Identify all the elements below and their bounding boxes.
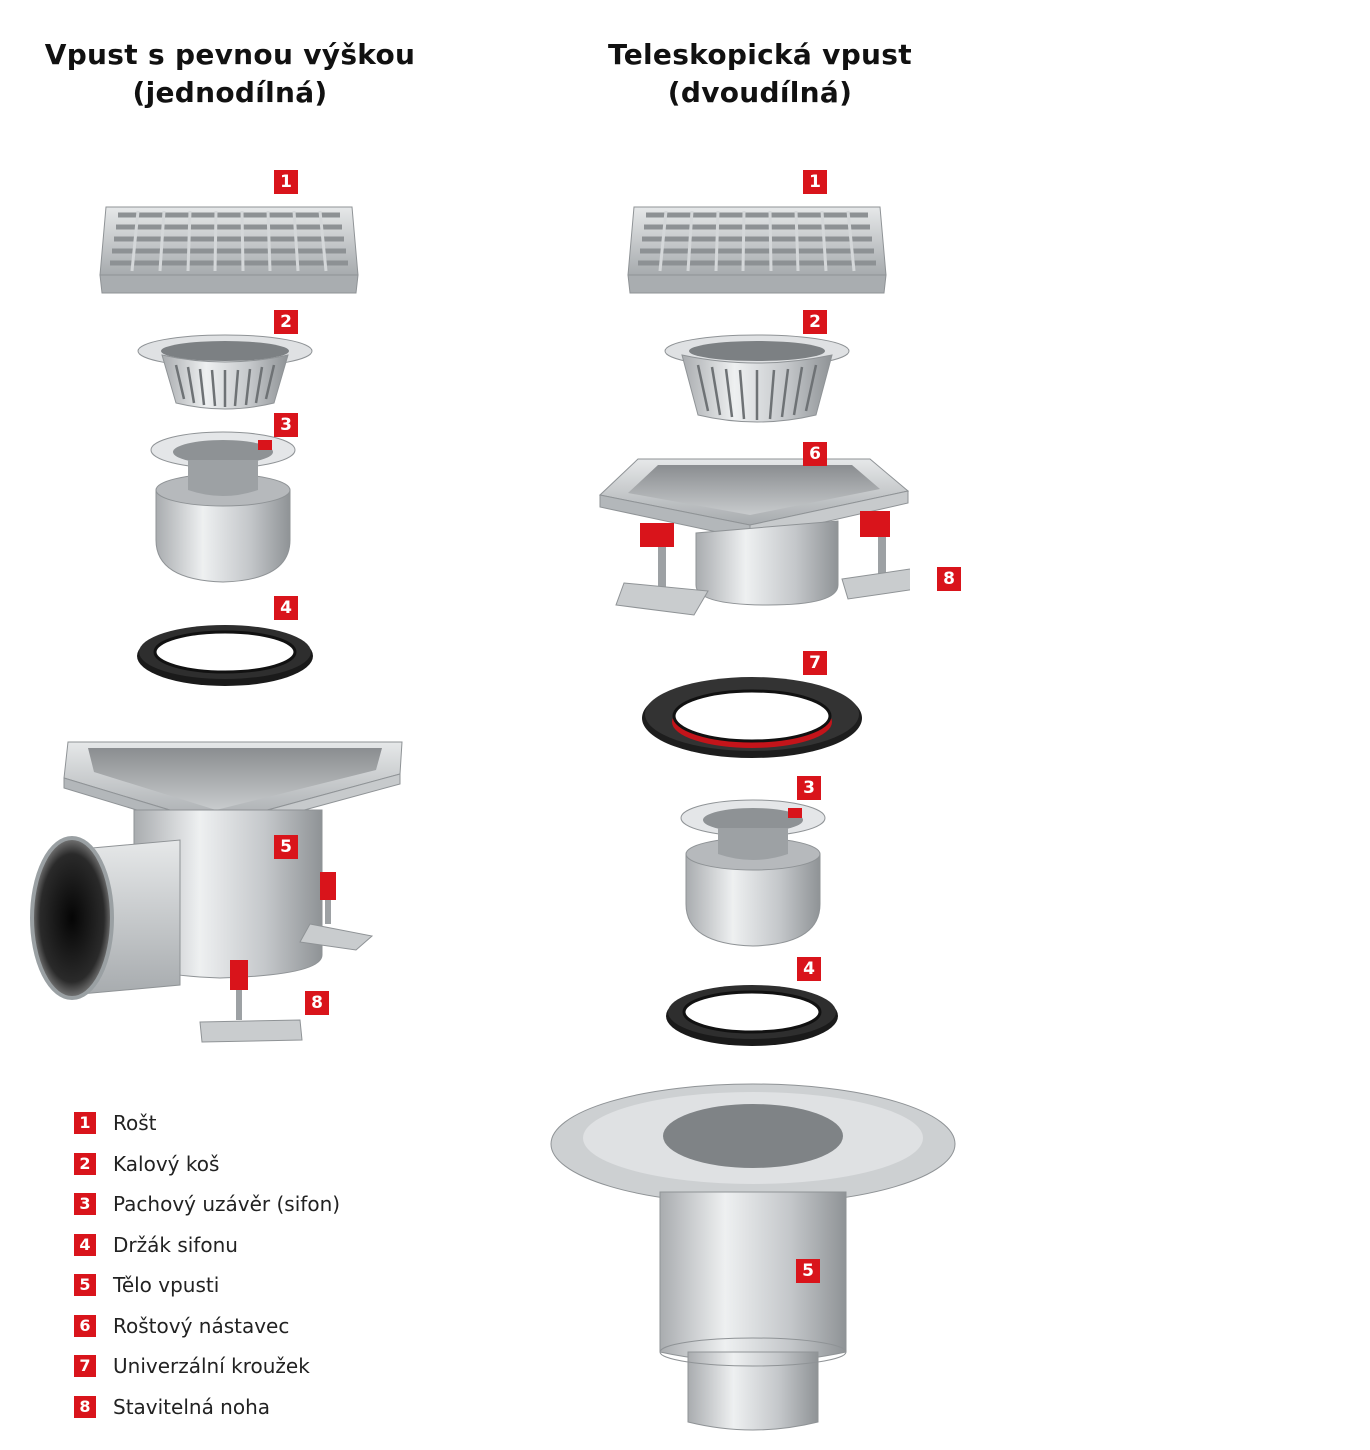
- legend-label: Roštový nástavec: [113, 1314, 290, 1338]
- right-body-illustration: [550, 1083, 956, 1431]
- legend-item: 7 Univerzální kroužek: [74, 1354, 310, 1378]
- legend-number: 3: [74, 1193, 96, 1215]
- left-heading-line2: (jednodílná): [132, 76, 328, 109]
- right-grate-illustration: [627, 206, 887, 294]
- left-heading: Vpust s pevnou výškou (jednodílná): [40, 36, 420, 112]
- right-ring-illustration: [642, 677, 862, 758]
- legend-label: Kalový koš: [113, 1152, 220, 1176]
- right-heading-line2: (dvoudílná): [667, 76, 853, 109]
- left-badge-8: 8: [305, 991, 329, 1015]
- legend-label: Stavitelná noha: [113, 1395, 271, 1419]
- legend-item: 4 Držák sifonu: [74, 1233, 238, 1257]
- right-badge-5: 5: [796, 1259, 820, 1283]
- right-badge-7: 7: [803, 651, 827, 675]
- legend-item: 2 Kalový koš: [74, 1152, 219, 1176]
- left-badge-1: 1: [274, 170, 298, 194]
- right-badge-6: 6: [803, 442, 827, 466]
- legend-label: Tělo vpusti: [113, 1273, 220, 1297]
- legend-item: 6 Roštový nástavec: [74, 1314, 289, 1338]
- left-badge-2: 2: [274, 310, 298, 334]
- left-grate-illustration: [99, 206, 359, 294]
- legend-item: 3 Pachový uzávěr (sifon): [74, 1192, 340, 1216]
- left-badge-3: 3: [274, 413, 298, 437]
- legend-number: 1: [74, 1112, 96, 1134]
- left-badge-4: 4: [274, 596, 298, 620]
- legend-label: Pachový uzávěr (sifon): [113, 1192, 341, 1216]
- legend-number: 7: [74, 1355, 96, 1377]
- legend-number: 4: [74, 1234, 96, 1256]
- right-basket-illustration: [664, 334, 850, 423]
- left-basket-illustration: [137, 334, 313, 410]
- legend-item: 1 Rošt: [74, 1111, 157, 1135]
- legend-label: Rošt: [113, 1111, 157, 1135]
- left-badge-5: 5: [274, 835, 298, 859]
- left-heading-line1: Vpust s pevnou výškou: [44, 38, 416, 71]
- right-badge-8: 8: [937, 567, 961, 591]
- legend-label: Držák sifonu: [113, 1233, 238, 1257]
- legend-number: 2: [74, 1153, 96, 1175]
- right-siphon-illustration: [680, 799, 826, 947]
- legend-number: 8: [74, 1396, 96, 1418]
- right-badge-3: 3: [797, 776, 821, 800]
- legend-label: Univerzální kroužek: [113, 1354, 310, 1378]
- right-heading-line1: Teleskopická vpust: [608, 38, 912, 71]
- legend-number: 5: [74, 1274, 96, 1296]
- right-extension-illustration: [598, 458, 910, 616]
- left-holder-illustration: [137, 625, 313, 686]
- right-badge-2: 2: [803, 310, 827, 334]
- legend-item: 5 Tělo vpusti: [74, 1273, 219, 1297]
- right-badge-1: 1: [803, 170, 827, 194]
- right-badge-4: 4: [797, 957, 821, 981]
- legend-item: 8 Stavitelná noha: [74, 1395, 270, 1419]
- left-body-illustration: [30, 741, 403, 1043]
- legend-number: 6: [74, 1315, 96, 1337]
- left-siphon-illustration: [150, 431, 296, 583]
- right-heading: Teleskopická vpust (dvoudílná): [570, 36, 950, 112]
- right-holder-illustration: [666, 985, 838, 1046]
